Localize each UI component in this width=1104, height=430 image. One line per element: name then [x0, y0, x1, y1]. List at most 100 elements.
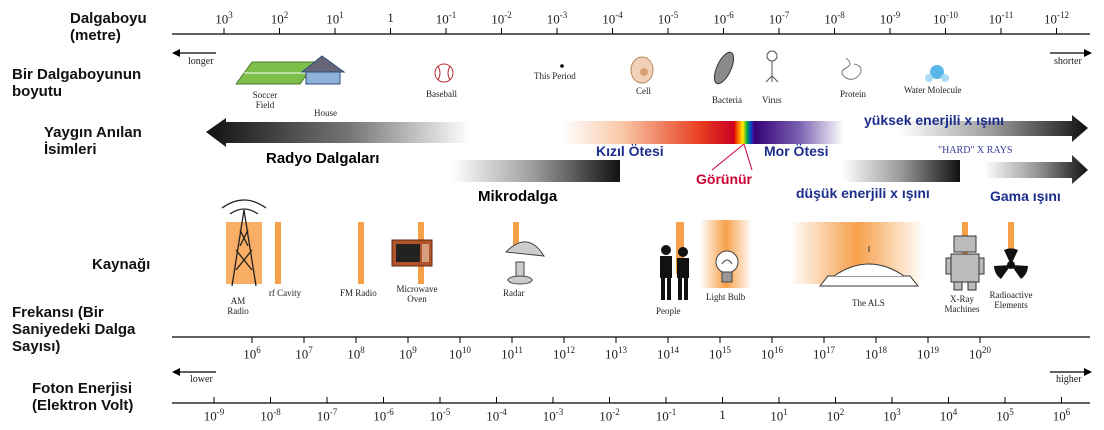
rf-cavity-bar — [275, 222, 281, 284]
period-dot-icon — [560, 64, 564, 68]
baseball-label: Baseball — [426, 89, 457, 99]
baseball-icon — [434, 63, 454, 83]
protein-icon — [841, 57, 862, 80]
people-label: People — [656, 306, 681, 316]
hard-x-band — [900, 115, 1088, 142]
fm-radio-label: FM Radio — [340, 288, 377, 298]
xray-machines-label: X-Ray Machines — [944, 294, 980, 314]
energy-tick-label: 10-9 — [203, 407, 225, 424]
energy-tick-label: 104 — [939, 407, 958, 424]
radar-bar — [513, 222, 519, 252]
wavelength-tick-label: 10-6 — [713, 10, 734, 27]
visible-label: Görünür — [696, 171, 752, 187]
gamma-ray-label: Gama ışını — [990, 188, 1061, 204]
energy-tick-label: 101 — [770, 407, 788, 424]
virus-icon — [765, 50, 779, 83]
light-bulb-label: Light Bulb — [706, 292, 746, 302]
visible-band — [734, 121, 754, 144]
gamma-band — [984, 155, 1088, 184]
cell-label: Cell — [636, 86, 651, 96]
house-icon — [300, 55, 346, 85]
als-building-icon — [818, 246, 920, 287]
wavelength-tick-label: 10-12 — [1044, 10, 1069, 27]
am-radio-label: AM Radio — [227, 296, 249, 316]
radar-label: Radar — [503, 288, 525, 298]
energy-tick-label: 10-8 — [260, 407, 281, 424]
frequency-tick-label: 1010 — [449, 345, 471, 362]
frequency-ticks — [251, 337, 981, 343]
energy-tick-label: 106 — [1052, 407, 1071, 424]
microwave-label: Mikrodalga — [478, 188, 558, 205]
energy-label: Foton Enerjisi (Elektron Volt) — [32, 380, 134, 414]
wavelength-tick-label: 10-2 — [491, 10, 512, 27]
hard-xray-en-label: "HARD" X RAYS — [938, 145, 1013, 156]
light-bulb-icon — [715, 250, 739, 283]
energy-ticks — [213, 397, 1062, 403]
frequency-tick-label: 1018 — [865, 345, 887, 362]
wavelength-tick-label: 10-11 — [988, 10, 1014, 27]
energy-tick-label: 10-6 — [373, 407, 394, 424]
source-label: Kaynağı — [92, 256, 151, 273]
water-molecule-label: Water Molecule — [904, 85, 962, 95]
lower-arrowhead — [172, 368, 180, 376]
names-label: Yaygın Anılan İsimleri — [44, 124, 142, 158]
frequency-tick-label: 107 — [295, 345, 313, 362]
wavelength-tick-label: 10-3 — [546, 10, 568, 27]
energy-tick-label: 10-5 — [429, 407, 451, 424]
energy-tick-label: 103 — [883, 407, 901, 424]
ultraviolet-label: Mor Ötesi — [764, 143, 829, 159]
wavelength-tick-label: 10-5 — [657, 10, 679, 27]
hard-xray-label: yüksek enerjili x ışını — [864, 112, 1005, 128]
frequency-tick-label: 1017 — [813, 345, 835, 362]
frequency-tick-label: 1020 — [969, 345, 991, 362]
wavelength-tick-label: 10-8 — [824, 10, 845, 27]
frequency-tick-label: 1011 — [501, 345, 523, 362]
wavelength-tick-label: 103 — [215, 10, 233, 27]
people-icon — [660, 245, 689, 300]
lower-text: lower — [190, 374, 213, 385]
energy-tick-label: 10-7 — [316, 407, 338, 424]
infrared-band — [562, 121, 734, 144]
microwave-oven-label: Microwave Oven — [396, 284, 438, 304]
frequency-tick-label: 108 — [347, 345, 365, 362]
radio-waves-label: Radyo Dalgaları — [266, 150, 380, 167]
energy-tick-label: 10-2 — [599, 407, 620, 424]
wavelength-tick-label: 10-7 — [768, 10, 790, 27]
wavelength-tick-label: 10-10 — [933, 10, 958, 27]
longer-arrowhead — [172, 49, 180, 57]
energy-tick-label: 10-3 — [542, 407, 564, 424]
radio-band — [206, 118, 470, 147]
frequency-tick-label: 1014 — [657, 345, 679, 362]
frequency-label: Frekansı (Bir Saniyedeki Dalga Sayısı) — [12, 304, 136, 355]
higher-arrowhead — [1084, 368, 1092, 376]
infrared-label: Kızıl Ötesi — [596, 143, 664, 159]
wavelength-tick-label: 102 — [270, 10, 289, 27]
frequency-tick-label: 1015 — [709, 345, 731, 362]
energy-tick-label: 102 — [826, 407, 845, 424]
frequency-tick-label: 109 — [399, 345, 417, 362]
radar-dish-icon — [504, 241, 545, 285]
protein-label: Protein — [840, 89, 866, 99]
water-molecule-icon — [925, 65, 949, 82]
period-label: This Period — [534, 71, 576, 81]
soft-x-band — [842, 160, 960, 182]
radioactive-elements-label: Radioactive Elements — [989, 290, 1033, 310]
size-label: Bir Dalgaboyunun boyutu — [12, 66, 142, 100]
wavelength-tick-label: 10-1 — [435, 10, 457, 27]
xray-machine-icon — [945, 235, 985, 291]
shorter-text: shorter — [1054, 56, 1082, 67]
house-label: House — [314, 108, 337, 118]
energy-tick-label: 10-4 — [486, 407, 507, 424]
radioactive-icon — [994, 248, 1028, 279]
fm-radio-bar — [358, 222, 364, 284]
rf-cavity-label: rf Cavity — [268, 288, 302, 298]
frequency-tick-label: 106 — [243, 345, 261, 362]
soccer-field-label: Soccer Field — [252, 90, 278, 110]
frequency-tick-label: 1013 — [605, 345, 627, 362]
bacteria-label: Bacteria — [712, 95, 742, 105]
energy-tick-label: 1 — [719, 407, 726, 422]
microwave-oven-icon — [391, 239, 433, 267]
higher-text: higher — [1056, 374, 1082, 385]
